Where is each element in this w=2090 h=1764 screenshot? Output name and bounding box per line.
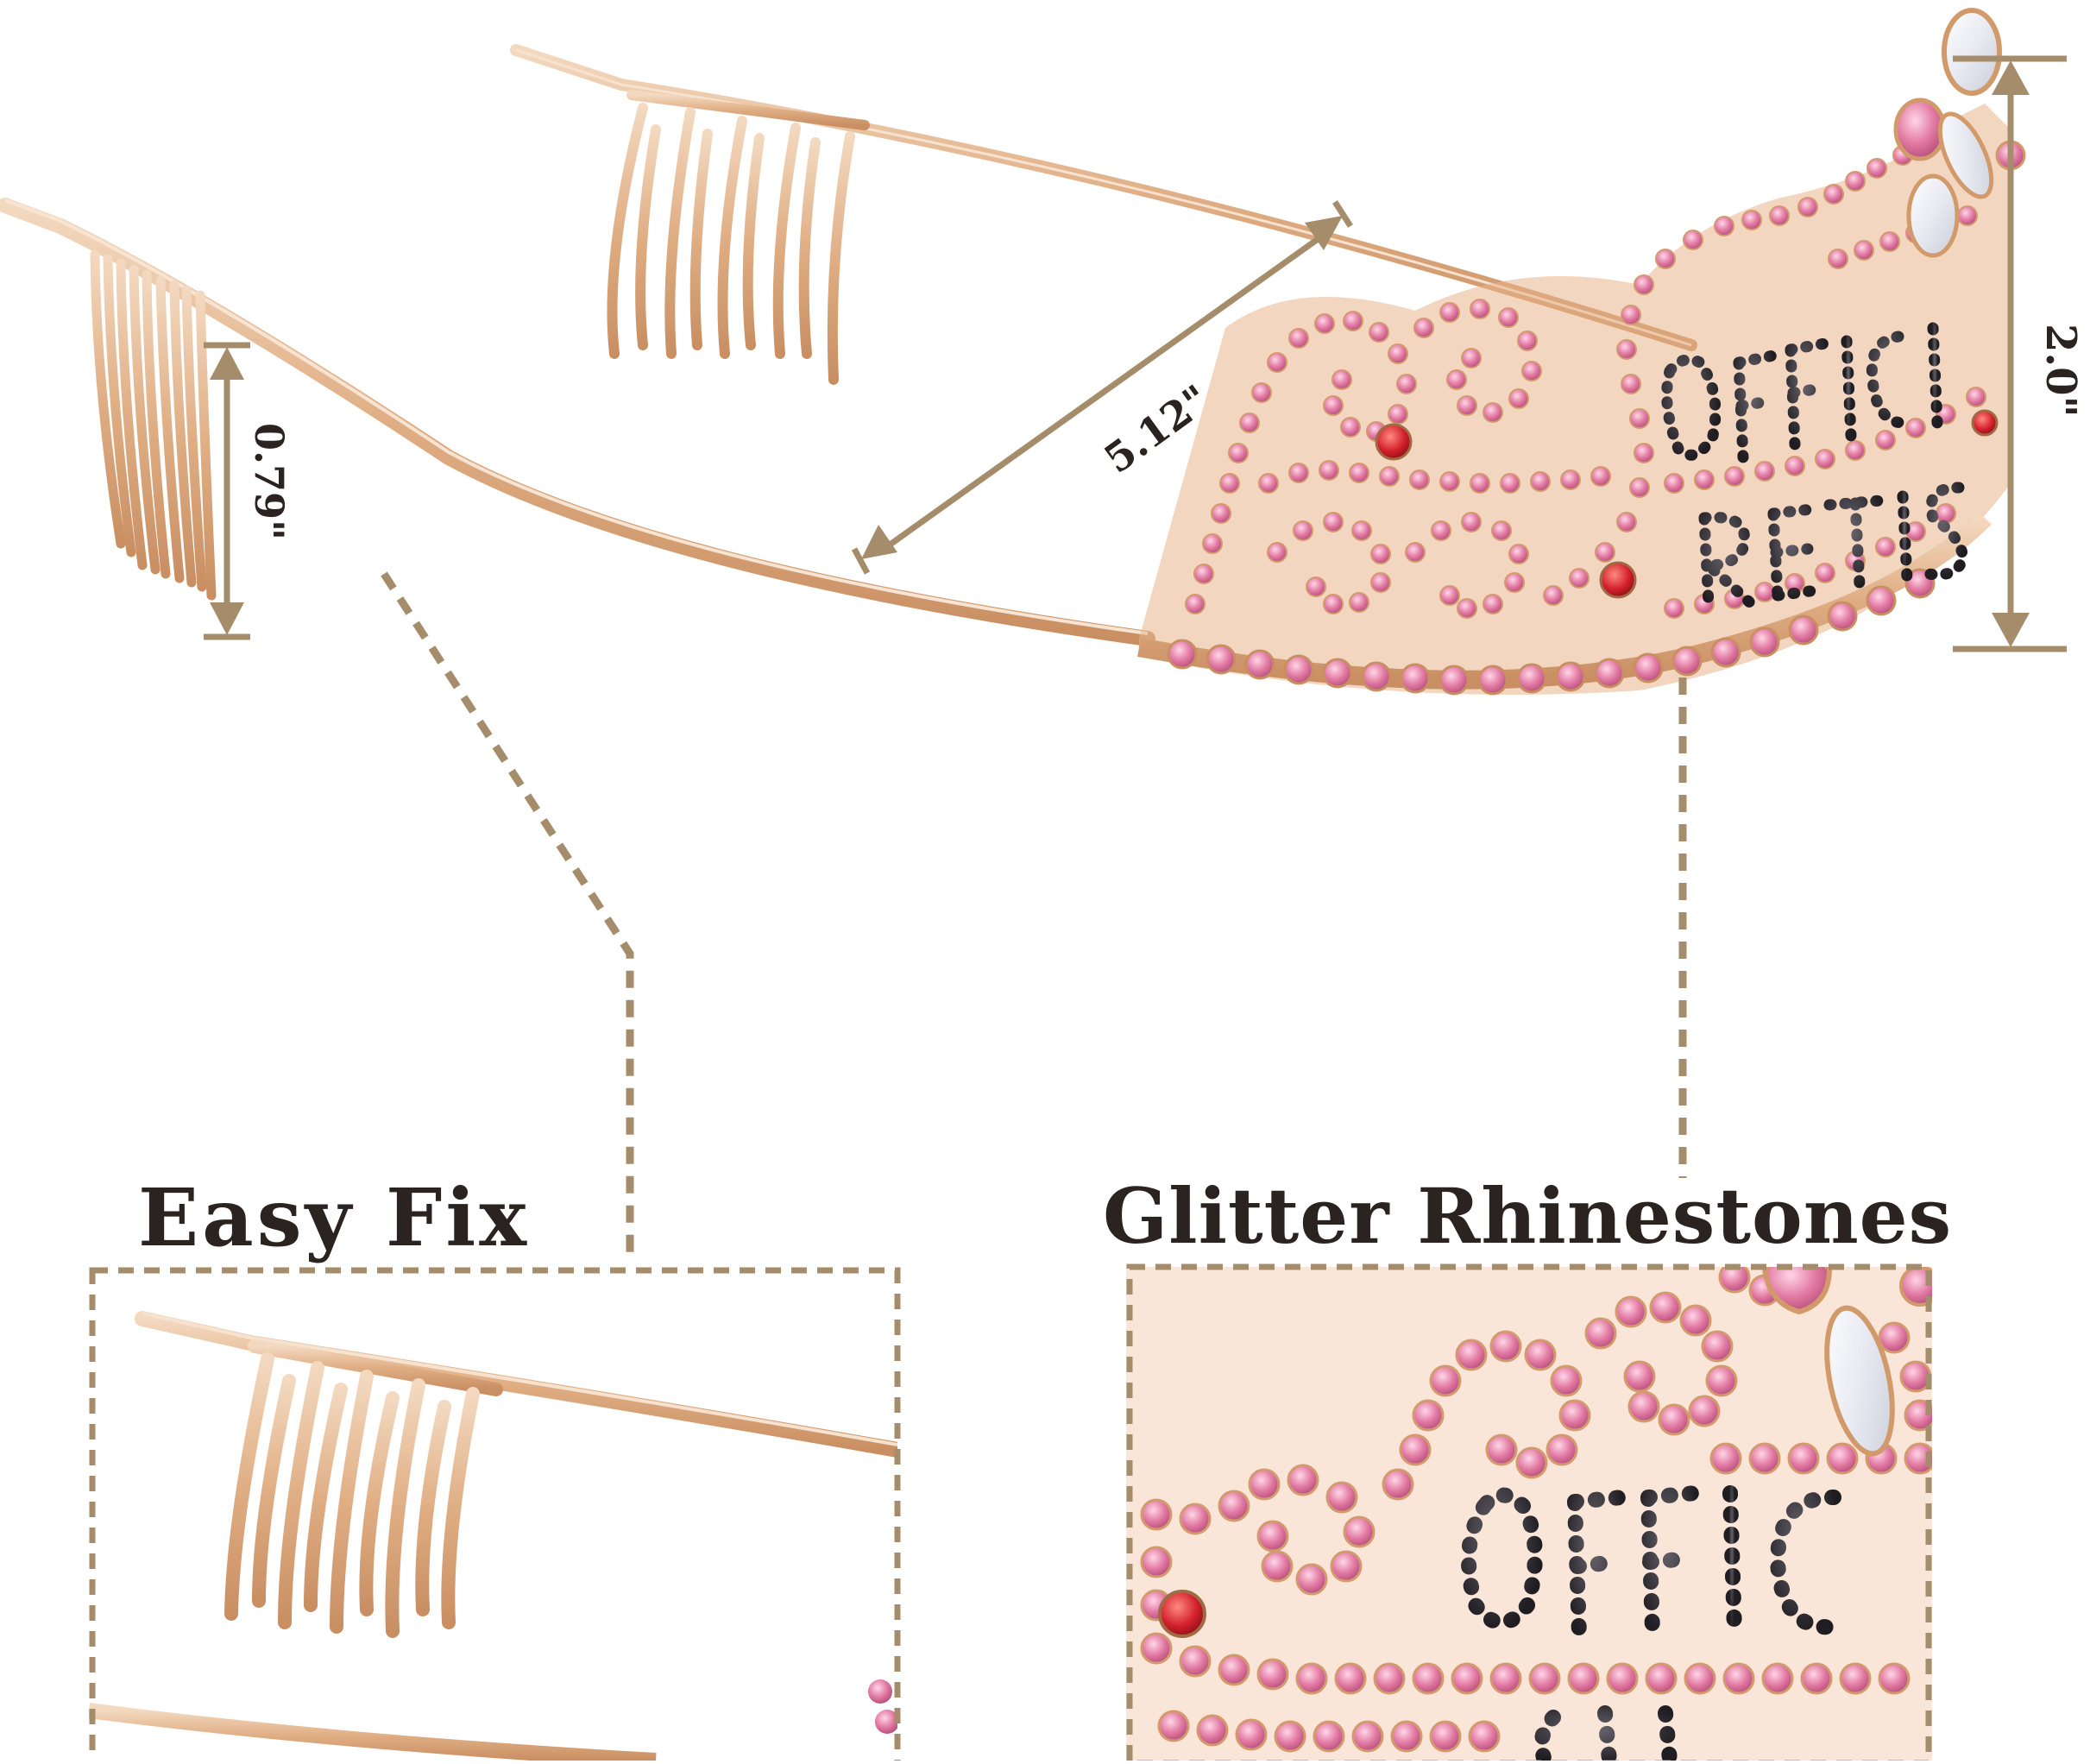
back-comb [607, 90, 870, 385]
glitter-rhinestones-label: Glitter Rhinestones [1103, 1171, 1953, 1261]
easy-fix-frame [89, 1267, 901, 1764]
easy-fix-detail [89, 1311, 897, 1761]
callout-connectors [381, 571, 1687, 1258]
dimension-comb-height: 0.79" [246, 423, 293, 540]
dimension-crown-height: 2.0" [2036, 324, 2085, 418]
front-comb [90, 249, 217, 601]
easy-fix-label: Easy Fix [138, 1171, 531, 1264]
dimension-arrows [204, 55, 2067, 652]
crown-black-lettering [1661, 322, 1969, 610]
crown-scroll-gems [1185, 128, 1986, 619]
crown-red-gems [1375, 409, 1999, 599]
tiara-band-front [0, 198, 1155, 646]
crown-base-gems [1167, 568, 1936, 696]
rhinestone-detail [1126, 1267, 1932, 1761]
